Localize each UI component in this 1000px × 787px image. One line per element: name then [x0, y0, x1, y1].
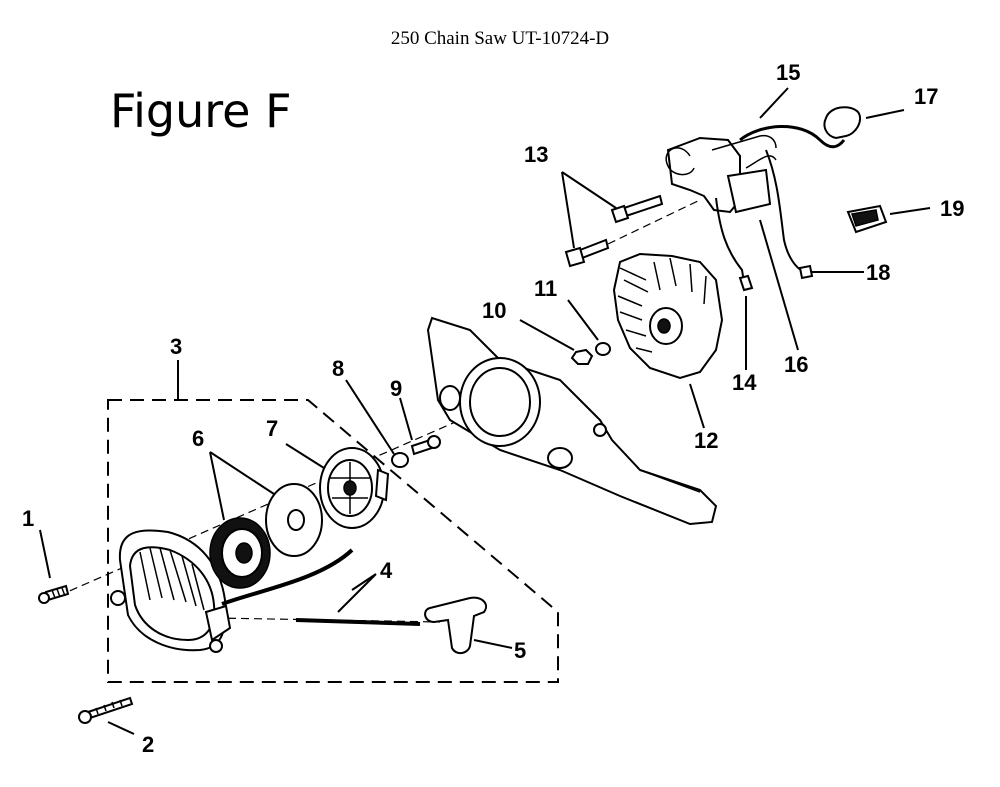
callout-8: 8	[332, 356, 344, 381]
document-title: 250 Chain Saw UT-10724-D	[390, 28, 610, 49]
callout-14: 14	[732, 370, 757, 395]
part-4-starter-rope	[221, 548, 421, 626]
part-6-washer-disc	[265, 483, 323, 557]
part-14-ground-wire	[715, 197, 745, 283]
part-5-starter-handle	[424, 596, 488, 654]
callout-7: 7	[266, 416, 278, 441]
callout-10: 10	[482, 298, 506, 323]
assembly-axis	[57, 419, 461, 597]
part-13-screw-upper	[610, 194, 664, 224]
part-12-flywheel	[612, 252, 724, 380]
part-2-long-screw	[78, 696, 134, 724]
rope-axis	[214, 617, 441, 623]
callout-17: 17	[914, 84, 938, 109]
starter-housing	[110, 529, 232, 653]
part-18-terminal	[798, 264, 814, 280]
starter-assembly-boundary	[107, 399, 559, 683]
part-9-screw	[410, 435, 441, 456]
callout-5: 5	[514, 638, 526, 663]
part-8-washer	[391, 452, 409, 468]
part-14-terminal	[738, 274, 754, 292]
callout-9: 9	[390, 376, 402, 401]
leader-lines	[39, 87, 931, 735]
part-7-pulley	[319, 447, 390, 529]
part-16-ignition-module	[665, 134, 777, 214]
callout-11: 11	[534, 276, 557, 301]
callout-16: 16	[784, 352, 808, 377]
part-1-screw	[38, 584, 70, 604]
figure-label: Figure F	[110, 84, 292, 138]
part-6-spring-reel	[209, 517, 271, 589]
callout-3: 3	[170, 334, 182, 359]
part-10-nut	[570, 348, 594, 365]
part-17-spark-plug-cap	[823, 106, 862, 140]
callout-19: 19	[940, 196, 964, 221]
part-11-washer	[595, 342, 611, 356]
callout-15: 15	[776, 60, 800, 85]
screw-axis	[607, 199, 701, 245]
part-13-screw-lower	[564, 238, 610, 268]
callout-12: 12	[694, 428, 718, 453]
part-19-stop-switch	[846, 204, 888, 234]
callout-13: 13	[524, 142, 548, 167]
callout-18: 18	[866, 260, 890, 285]
part-18-stop-wire	[765, 149, 805, 273]
callout-2: 2	[142, 732, 154, 757]
callout-6: 6	[192, 426, 204, 451]
callout-4: 4	[380, 558, 393, 583]
callout-1: 1	[22, 506, 34, 531]
part-15-ht-lead	[739, 125, 846, 149]
fan-housing-plate	[426, 316, 718, 526]
